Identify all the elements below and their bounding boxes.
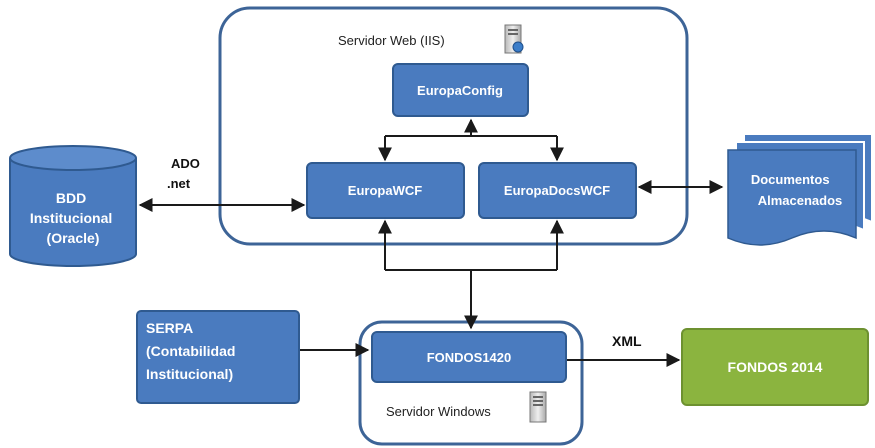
documentos-label-line: Documentos — [751, 172, 830, 187]
europa-docs-wcf-node: EuropaDocsWCF — [478, 162, 637, 219]
europa-config-node: EuropaConfig — [392, 63, 529, 117]
bdd-label-line: (Oracle) — [47, 230, 100, 246]
ado-label: ADO — [171, 156, 200, 171]
europa-config-label: EuropaConfig — [417, 83, 503, 98]
server-icon — [504, 24, 524, 54]
fondos1420-node: FONDOS1420 — [371, 331, 567, 383]
fondos2014-node: FONDOS 2014 — [681, 328, 869, 406]
web-server-container — [218, 6, 689, 246]
svg-text:BDD Institucional: BDD Institucional (Oracle) — [30, 190, 116, 246]
connectors — [138, 118, 724, 367]
serpa-label-line: Institucional) — [146, 366, 233, 382]
svg-text:SERPA (Contabilidad: SERPA (Contabilidad Institucional) — [146, 320, 239, 382]
bdd-label-line: Institucional — [30, 210, 112, 226]
serpa-label-line: (Contabilidad — [146, 343, 235, 359]
europa-wcf-node: EuropaWCF — [306, 162, 465, 219]
fondos1420-label: FONDOS1420 — [427, 350, 512, 365]
fondos2014-label: FONDOS 2014 — [728, 359, 823, 375]
web-server-label: Servidor Web (IIS) — [338, 33, 445, 48]
server-icon — [529, 391, 547, 423]
xml-label: XML — [612, 333, 642, 349]
documentos-label-line: Almacenados — [758, 193, 843, 208]
serpa-label-line: SERPA — [146, 320, 193, 336]
bdd-label-line: BDD — [56, 190, 86, 206]
europa-wcf-label: EuropaWCF — [348, 183, 422, 198]
serpa-node: SERPA (Contabilidad Institucional) — [136, 310, 300, 404]
documentos-almacenados: Documentos Almacenados — [727, 133, 873, 246]
ado-net-label: .net — [167, 176, 191, 191]
europa-docs-wcf-label: EuropaDocsWCF — [504, 183, 610, 198]
bdd-database: BDD Institucional (Oracle) — [9, 145, 137, 267]
windows-server-label: Servidor Windows — [386, 404, 491, 419]
svg-text:Documentos Almacenados: Documentos Almacenados — [751, 172, 842, 208]
